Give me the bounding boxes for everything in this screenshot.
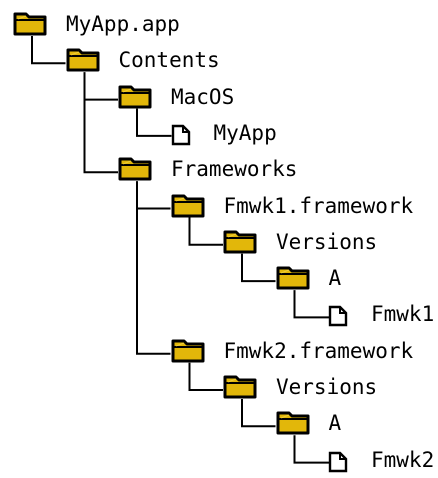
tree-connector-lines [31, 36, 329, 464]
node-label: Versions [276, 375, 378, 399]
folder-icon [65, 46, 101, 77]
folder-icon [170, 337, 206, 368]
node-label: A [328, 411, 342, 436]
file-icon [171, 124, 191, 151]
connector-line [83, 72, 118, 174]
connector-line [31, 36, 66, 65]
node-label: Fmwk2.framework [223, 338, 414, 363]
connector-line [241, 399, 276, 428]
connector-line [188, 362, 223, 391]
connector-line [241, 253, 276, 283]
folder-icon [117, 83, 153, 114]
folder-icon [275, 409, 311, 440]
node-label: MyApp.app [66, 12, 180, 36]
node-label: Contents [118, 48, 220, 73]
node-label: A [328, 266, 342, 291]
file-icon [328, 305, 348, 332]
node-label: Frameworks [171, 157, 298, 182]
folder-icon [12, 10, 48, 41]
connector-line [188, 217, 223, 246]
connector-line [293, 290, 329, 319]
folder-icon [222, 373, 258, 404]
folder-icon [117, 155, 153, 186]
connector-line [293, 435, 329, 464]
node-label: MyApp [213, 120, 277, 145]
node-label: Fmwk2 [371, 447, 435, 472]
node-label: MacOS [171, 84, 235, 109]
folder-icon [170, 192, 206, 223]
node-label: Fmwk1.framework [223, 193, 414, 218]
connector-line [136, 181, 171, 355]
folder-icon [222, 228, 258, 259]
node-label: Fmwk1 [371, 302, 435, 327]
folder-icon [275, 264, 311, 295]
file-icon [328, 451, 348, 478]
node-label: Versions [276, 229, 378, 254]
connector-line [136, 108, 172, 137]
